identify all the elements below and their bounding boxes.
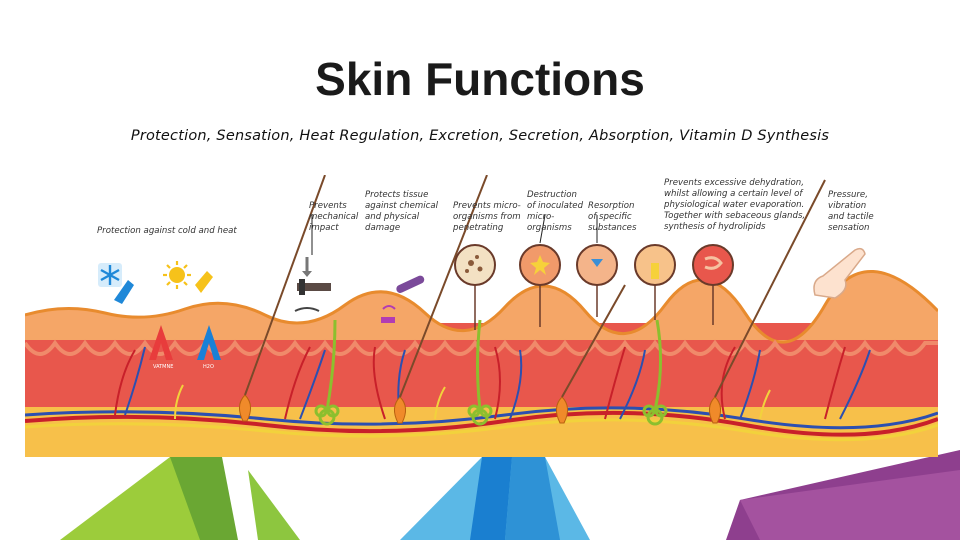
slide-subtitle: Protection, Sensation, Heat Regulation, …: [130, 128, 830, 144]
evaporation-icon: [634, 244, 676, 320]
vein-band: [25, 406, 938, 430]
weight-icon: [294, 257, 331, 312]
artery-band: [25, 410, 938, 437]
microorganism-icon: [454, 244, 496, 330]
nerve-band: [25, 418, 938, 442]
resorption-icon: [576, 244, 618, 317]
hair-follicles: [239, 175, 826, 424]
skin-cross-section-diagram: VATMNE H2O: [25, 175, 938, 457]
chemical-tube-icon: [381, 275, 425, 323]
epidermis-layer: [25, 271, 938, 343]
finger-icon: [813, 247, 866, 299]
snowflake-icon: [98, 263, 134, 304]
label-dehydration: Prevents excessive dehydration,whilst al…: [664, 178, 806, 232]
label-protection-cold-heat: Protection against cold and heat: [97, 226, 237, 236]
sun-icon: [163, 261, 213, 293]
gland-icon: [692, 244, 734, 325]
arrow-label-1: VATMNE: [153, 364, 173, 370]
arrow-label-2: H2O: [203, 364, 214, 370]
heat-regulation-arrows: VATMNE H2O: [149, 325, 221, 370]
destruction-icon: [519, 244, 561, 327]
sweat-glands: [314, 319, 668, 426]
slide-title: Skin Functions: [315, 53, 645, 105]
